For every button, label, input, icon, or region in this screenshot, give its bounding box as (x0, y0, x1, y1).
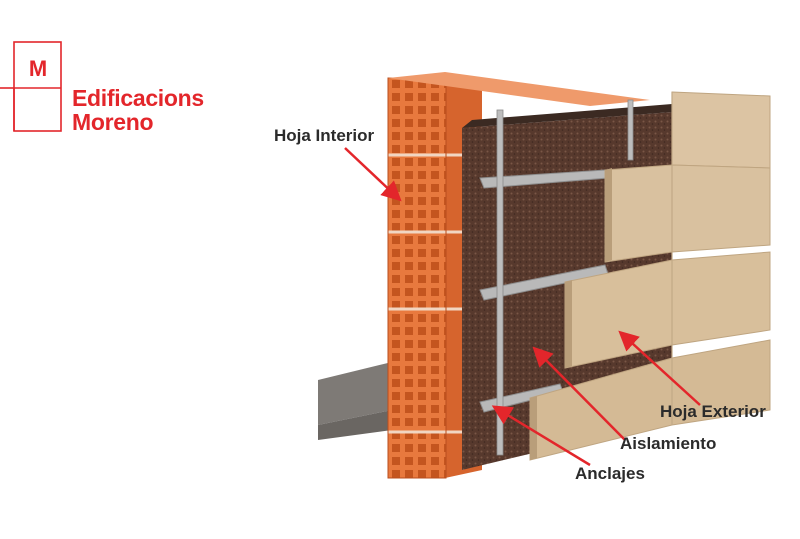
outer-leaf-arrow-icon (618, 330, 701, 406)
label-arrows (344, 147, 701, 467)
insulation-arrow-icon (532, 346, 626, 441)
brand-initial: M (29, 56, 47, 81)
brand-name-line2: Moreno (72, 109, 154, 135)
insulation-label: Aislamiento (620, 434, 716, 453)
inner-leaf-label: Hoja Interior (274, 126, 375, 145)
metal-anchors (479, 99, 634, 456)
outer-leaf-panels (529, 91, 771, 461)
outer-leaf-label: Hoja Exterior (660, 402, 766, 421)
anchors-arrow-icon (491, 405, 591, 467)
inner-leaf-arrow-icon (344, 147, 402, 202)
brand-logo-icon: M (0, 41, 62, 132)
brand-name-line1: Edificacions (72, 85, 204, 111)
anchors-label: Anclajes (575, 464, 645, 483)
